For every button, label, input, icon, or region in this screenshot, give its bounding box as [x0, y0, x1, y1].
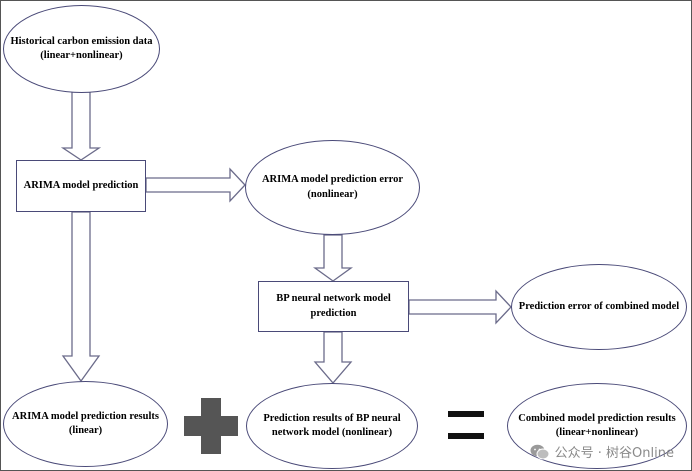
- bp-model-label: BP neural network model prediction: [276, 293, 391, 319]
- arima-results-node: ARIMA model prediction results (linear): [3, 381, 168, 467]
- arima-error-node: ARIMA model prediction error (nonlinear): [245, 140, 420, 235]
- arrow-bp-to-results: [313, 331, 353, 384]
- arrow-error-to-bp: [312, 234, 354, 282]
- bp-results-node: Prediction results of BP neural network …: [246, 383, 418, 469]
- wechat-icon: [530, 444, 550, 460]
- combined-results-node: Combined model prediction results (linea…: [507, 383, 687, 469]
- plus-operator: [184, 398, 238, 454]
- arima-results-label: ARIMA model prediction results (linear): [12, 410, 159, 436]
- combined-results-label: Combined model prediction results (linea…: [518, 412, 676, 438]
- arrow-historical-to-arima: [60, 91, 102, 161]
- bp-results-label: Prediction results of BP neural network …: [263, 412, 401, 438]
- equals-operator: [448, 411, 484, 439]
- arrow-arima-to-results: [61, 211, 101, 383]
- combined-error-node: Prediction error of combined model: [511, 264, 687, 350]
- arima-prediction-label: ARIMA model prediction: [23, 179, 139, 191]
- arrow-arima-to-error: [145, 167, 246, 203]
- historical-data-node: Historical carbon emission data (linear+…: [3, 5, 160, 93]
- historical-data-label: Historical carbon emission data (linear+…: [10, 35, 153, 61]
- arima-prediction-node: ARIMA model prediction: [16, 160, 146, 212]
- watermark: 公众号 · 树谷Online: [530, 442, 674, 461]
- arima-error-label: ARIMA model prediction error (nonlinear): [261, 174, 404, 200]
- bp-model-node: BP neural network model prediction: [258, 281, 409, 332]
- arrow-bp-to-combined-error: [408, 289, 512, 325]
- combined-error-label: Prediction error of combined model: [518, 300, 680, 312]
- watermark-text: 公众号 · 树谷Online: [554, 446, 674, 461]
